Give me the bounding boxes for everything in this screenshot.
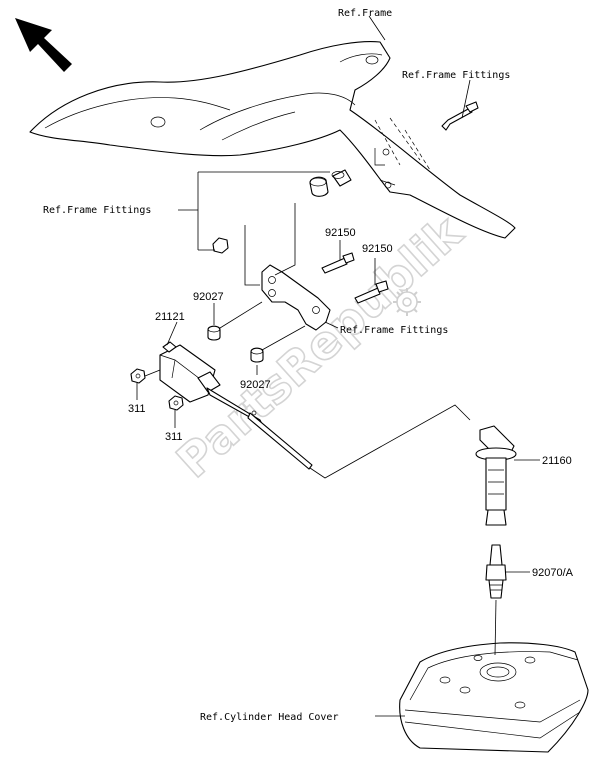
nut-upper <box>130 368 146 384</box>
cylinder-head-cover <box>399 642 589 753</box>
bolt-lower <box>354 280 389 304</box>
part-number-collar-lower: 92027 <box>240 379 271 391</box>
gear-icon <box>393 288 421 316</box>
nut <box>212 237 229 254</box>
watermark: PartsRepublik <box>165 203 473 489</box>
part-number-nut-upper: 311 <box>128 403 146 415</box>
bolt-frame <box>441 101 479 131</box>
part-number-nut-lower: 311 <box>165 431 183 443</box>
watermark-text: PartsRepublik <box>166 204 473 488</box>
part-number-spark-plug: 92070/A <box>532 567 574 579</box>
part-number-ignition-coil: 21121 <box>155 311 185 323</box>
part-number-bolt-upper: 92150 <box>325 227 356 239</box>
label-ref-frame-fittings-top: Ref.Frame Fittings <box>402 70 510 81</box>
front-direction-arrow-icon <box>15 18 72 72</box>
label-ref-frame: Ref.Frame <box>338 8 392 19</box>
part-number-plug-cap: 21160 <box>542 455 572 467</box>
collar-lower <box>250 347 264 363</box>
part-number-bolt-lower: 92150 <box>362 243 393 255</box>
nut-lower <box>168 395 184 411</box>
label-ref-frame-fittings-bracket: Ref.Frame Fittings <box>340 325 448 336</box>
ignition-coil <box>159 341 313 470</box>
bolt-upper <box>321 252 355 274</box>
spark-plug <box>485 544 507 599</box>
collar-upper <box>207 325 221 341</box>
leader-lines <box>136 15 540 717</box>
coil-bracket <box>261 264 331 331</box>
spark-plug-cap <box>475 425 517 526</box>
rubber-mount <box>309 169 352 197</box>
part-number-collar-upper: 92027 <box>193 291 224 303</box>
labels: Ref.Frame Ref.Frame Fittings Ref.Frame F… <box>43 8 574 723</box>
label-ref-cylinder-head-cover: Ref.Cylinder Head Cover <box>200 712 338 723</box>
label-ref-frame-fittings-left: Ref.Frame Fittings <box>43 205 151 216</box>
frame <box>29 41 516 239</box>
